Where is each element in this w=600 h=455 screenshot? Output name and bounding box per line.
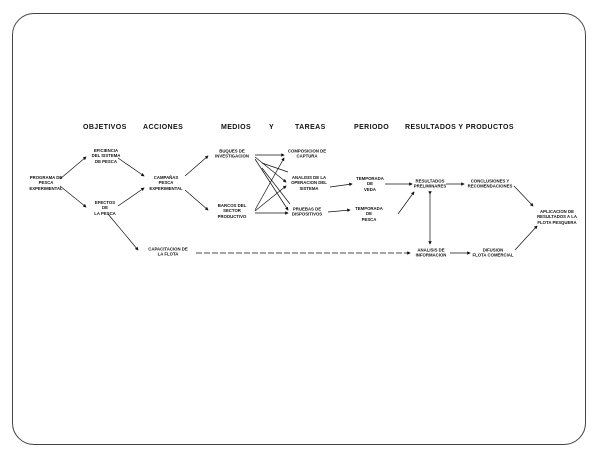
slide-frame	[12, 13, 586, 445]
node-conclusiones: CONCLUSIONES Y RECOMENDACIONES	[467, 178, 513, 189]
arrow-programa-eficiencia	[59, 156, 87, 180]
arrow-buques-analisis	[254, 156, 287, 183]
arrow-efectos-campanas	[117, 187, 145, 207]
node-capacitacion: CAPACITACION DE LA FLOTA	[148, 246, 188, 257]
arrow-barcos-analisis	[254, 185, 287, 212]
node-resultados-preliminares: RESULTADOS PRELIMINARES	[413, 178, 447, 189]
header-acciones: ACCIONES	[143, 124, 184, 131]
arrow-campanas-barcos	[184, 189, 209, 211]
arrow-eficiencia-campanas	[117, 157, 145, 177]
node-buques-investigacion: BUQUES DE INVESTIGACION	[215, 148, 249, 159]
node-campanas: CAMPAÑAS PESCA EXPERIMENTAL	[149, 175, 183, 191]
arrow-buques-pruebas	[254, 158, 289, 211]
node-temporada-pesca: TEMPORADA DE PESCA	[355, 206, 383, 222]
header-objetivos: OBJETIVOS	[83, 124, 127, 131]
node-analisis-informacion: ANALISIS DE INFORMACION	[415, 247, 447, 258]
node-composicion: COMPOSICION DE CAPTURA	[287, 148, 327, 159]
node-difusion: DIFUSION FLOTA COMERCIAL	[472, 247, 514, 258]
arrow-efectos-capacitacion	[107, 213, 139, 251]
arrow-analisis-veda	[329, 182, 353, 188]
header-y: Y	[269, 124, 275, 131]
arrow-cross-a	[261, 162, 289, 173]
node-pruebas: PRUEBAS DE DISPOSITIVOS	[291, 206, 323, 217]
arrow-pesca-resultados	[397, 191, 415, 215]
node-efectos: EFECTOS DE LA PESCA	[94, 200, 116, 216]
node-aplicacion: APLICACION DE RESULTADOS A LA FLOTA PESQ…	[537, 209, 577, 225]
arrow-campanas-buques	[184, 155, 209, 177]
arrow-pruebas-pesca	[327, 208, 351, 213]
header-resultados: RESULTADOS Y PRODUCTOS	[405, 124, 514, 131]
node-programa: PROGRAMA DE PESCA EXPERIMENTAL	[29, 175, 63, 191]
node-analisis-operacion: ANALISIS DE LA OPERACION DEL SISTEMA	[291, 175, 327, 191]
node-temporada-veda: TEMPORADA DE VEDA	[356, 176, 384, 192]
header-periodo: PERIODO	[354, 124, 390, 131]
header-medios: MEDIOS	[221, 124, 252, 131]
arrow-conclusiones-aplicacion	[513, 185, 534, 207]
arrow-cross-b	[261, 167, 291, 205]
node-eficiencia: EFICIENCIA DEL SISTEMA DE PESCA	[91, 148, 121, 164]
header-tareas: TAREAS	[295, 124, 326, 131]
arrow-programa-efectos	[59, 185, 87, 208]
arrow-difusion-aplicacion	[514, 225, 538, 251]
arrow-barcos-composicion	[254, 157, 285, 211]
node-barcos-sector: BARCOS DEL SECTOR PRODUCTIVO	[217, 203, 247, 219]
